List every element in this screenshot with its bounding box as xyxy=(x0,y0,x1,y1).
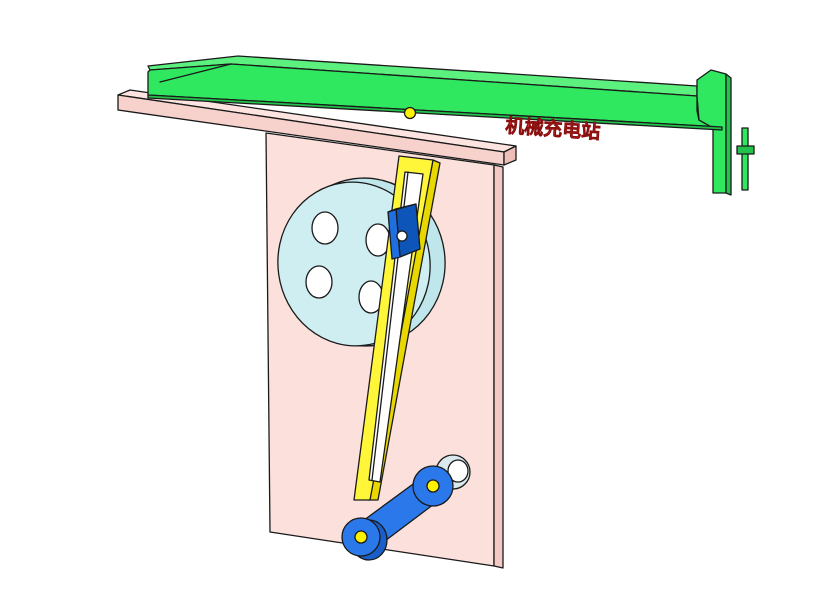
beam-crease xyxy=(159,63,232,83)
slider-block-top xyxy=(387,203,417,213)
end-hook xyxy=(696,69,727,194)
lock-pin xyxy=(736,127,755,191)
crank-hub-top-pin xyxy=(426,479,440,493)
slider-block xyxy=(387,203,421,260)
bearing-face xyxy=(447,459,469,483)
lock-pin-shaft xyxy=(741,127,749,191)
beam-underside xyxy=(147,94,723,131)
lock-pin-head xyxy=(736,145,755,155)
crank-hub-bottom-pin xyxy=(354,530,368,544)
end-hook-side xyxy=(725,73,732,196)
flywheel-hole xyxy=(305,265,333,299)
top-rail-assembly xyxy=(117,55,755,196)
base-plate-edge xyxy=(493,164,504,569)
top-rail-end xyxy=(503,145,517,166)
crank-link xyxy=(341,465,454,561)
green-beam xyxy=(147,55,732,196)
flywheel-hole xyxy=(311,211,339,245)
beam-pivot-pin xyxy=(403,106,417,120)
slider-block-pin xyxy=(396,230,408,242)
